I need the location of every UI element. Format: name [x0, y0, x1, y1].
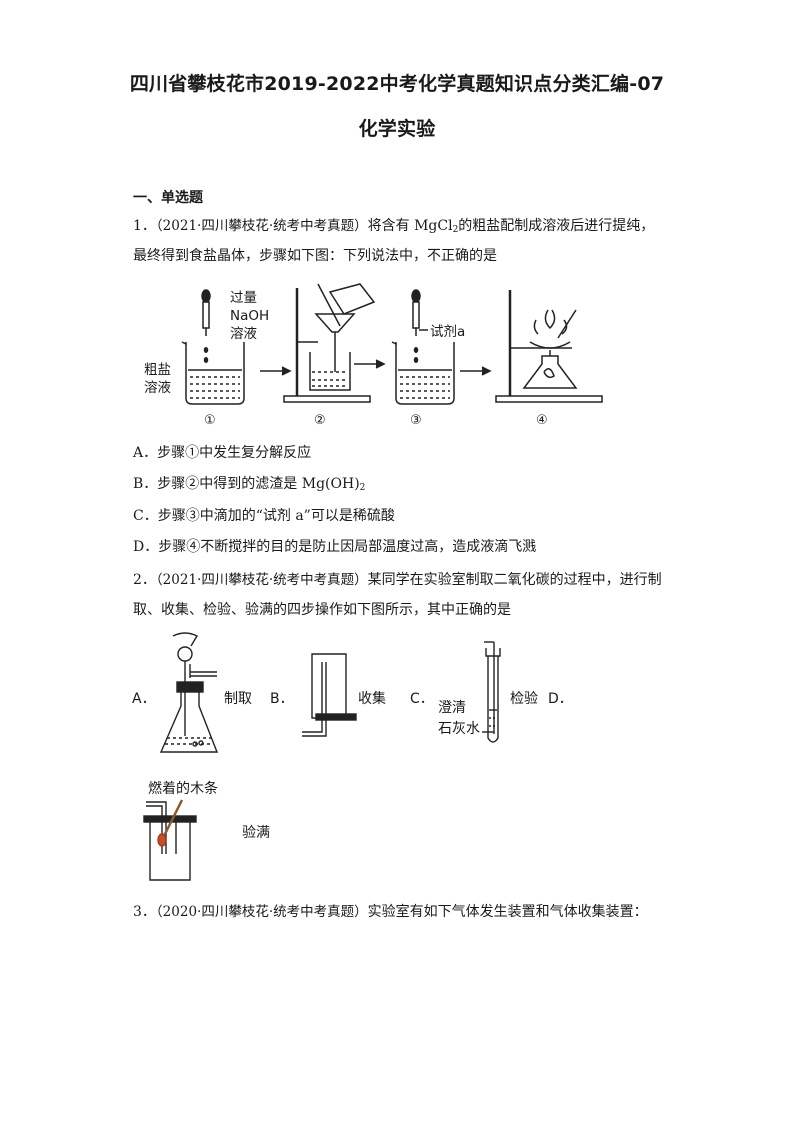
q1-option-a[interactable]: A．步骤①中发生复分解反应 [133, 445, 312, 461]
step1-dropper-icon [201, 289, 211, 363]
q2-option-a-letter[interactable]: A． [132, 691, 156, 707]
q1-stem-line2: 最终得到食盐晶体，步骤如下图：下列说法中，不正确的是 [133, 248, 497, 264]
q1-stem-line1: 1．（2021·四川攀枝花·统考中考真题）将含有 MgCl2的粗盐配制成溶液后进… [133, 218, 655, 235]
q2-stem-line1: 2．（2021·四川攀枝花·统考中考真题）某同学在实验室制取二氧化碳的过程中，进… [133, 572, 662, 588]
q2-figure-c [482, 641, 501, 743]
q2-option-d-letter[interactable]: D． [548, 691, 573, 707]
q2-source: （2021·四川攀枝花·统考中考真题） [155, 572, 368, 588]
q2-number: 2． [133, 572, 156, 588]
q2-option-a-label: 制取 [224, 691, 252, 707]
step2-marker: ② [314, 413, 326, 428]
q3-source: （2020·四川攀枝花·统考中考真题） [155, 904, 368, 920]
gas-bottle-icon [143, 801, 197, 881]
reagent1-label-l1: 过量 [230, 290, 257, 306]
salt-solution-label-l1: 粗盐 [144, 362, 171, 378]
q2-option-c-sublabel2: 石灰水 [438, 721, 480, 737]
step2-filtration-icon [283, 283, 376, 403]
step4-evaporation-icon [495, 290, 603, 403]
test-tube-icon [482, 641, 501, 743]
q2-option-b-label: 收集 [358, 691, 386, 707]
section-heading: 一、单选题 [133, 190, 203, 206]
burning-stick-icon [157, 799, 184, 847]
salt-solution-label-l2: 溶液 [144, 380, 171, 396]
q1-option-b[interactable]: B．步骤②中得到的滤渣是 Mg(OH)2 [133, 476, 366, 493]
q2-figure-b [302, 653, 357, 737]
q3-stem: 3．（2020·四川攀枝花·统考中考真题）实验室有如下气体发生装置和气体收集装置… [133, 904, 648, 920]
step3-beaker-icon [391, 341, 455, 405]
reagent1-label-l2: NaOH [230, 308, 269, 324]
arrow-2-icon [354, 359, 386, 369]
step1-marker: ① [204, 413, 216, 428]
funnel-flask-icon [159, 632, 219, 753]
q1-source: （2021·四川攀枝花·统考中考真题） [155, 218, 368, 234]
reagent-a-label: 试剂a [430, 324, 465, 340]
q2-option-b-letter[interactable]: B． [270, 691, 294, 707]
q2-option-d-toplabel: 燃着的木条 [148, 781, 218, 797]
step3-marker: ③ [410, 413, 422, 428]
reagent1-label-l3: 溶液 [230, 326, 257, 342]
q1-figure: 过量 NaOH 溶液 粗盐 溶液 试剂a ① ② ③ ④ [144, 283, 603, 428]
q1-option-c[interactable]: C．步骤③中滴加的“试剂 a”可以是稀硫酸 [133, 508, 395, 524]
q2-stem-line2: 取、收集、检验、验满的四步操作如下图所示，其中正确的是 [133, 602, 511, 618]
q2-figure-a [159, 632, 219, 753]
arrow-1-icon [260, 366, 292, 376]
q2-option-d-label: 验满 [242, 825, 270, 841]
step1-beaker-icon [181, 341, 245, 405]
q1-option-d[interactable]: D．步骤④不断搅拌的目的是防止因局部温度过高，造成液滴飞溅 [133, 539, 537, 555]
page-title-line1: 四川省攀枝花市2019-2022中考化学真题知识点分类汇编-07 [129, 73, 665, 95]
q2-figure-d [143, 799, 197, 881]
q2-option-c-letter[interactable]: C． [410, 691, 434, 707]
step3-dropper-icon [411, 289, 428, 363]
q3-number: 3． [133, 904, 156, 920]
q1-number: 1． [133, 218, 156, 234]
q2-option-c-label: 检验 [510, 691, 538, 707]
collecting-bottle-icon [302, 653, 357, 737]
arrow-3-icon [460, 366, 492, 376]
page-title-line2: 化学实验 [358, 118, 436, 140]
step4-marker: ④ [536, 413, 548, 428]
q2-option-c-sublabel1: 澄清 [438, 700, 466, 716]
